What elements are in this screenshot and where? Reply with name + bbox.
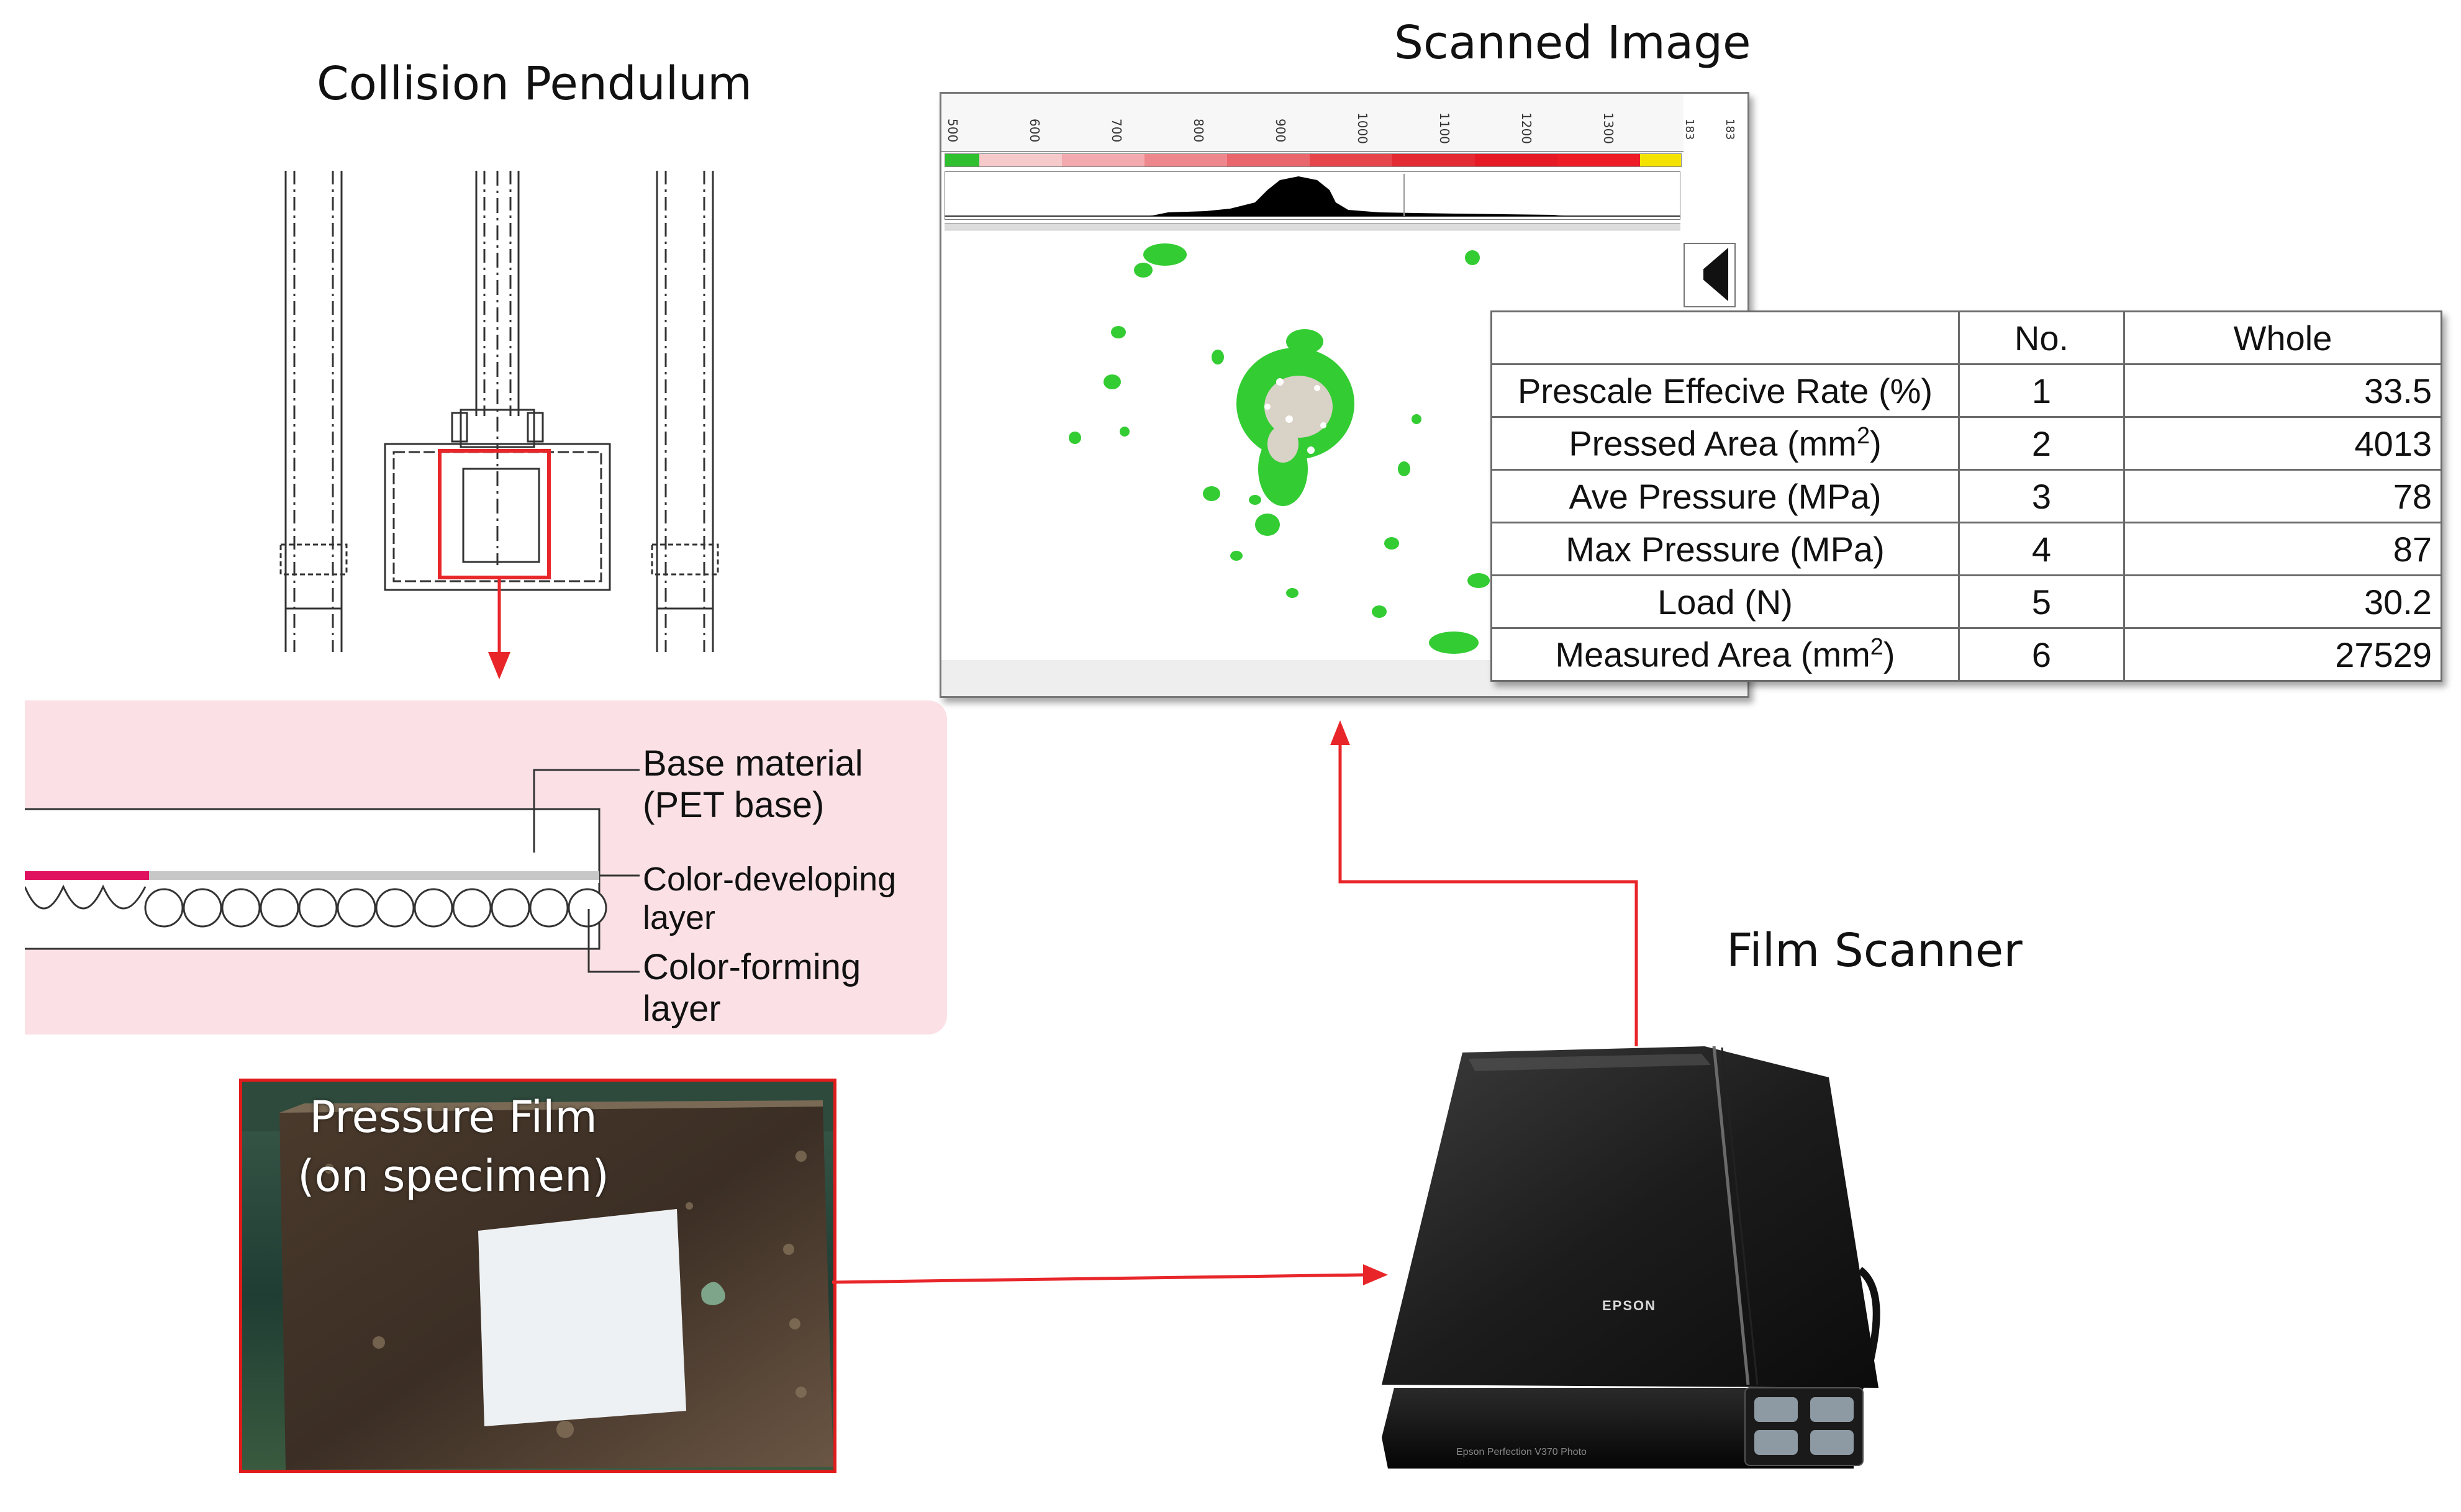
ruler-tick-1300: 1300 [1601, 112, 1616, 144]
ruler-tick-600: 600 [1027, 119, 1042, 143]
row-label-text: Measured Area (mm [1555, 635, 1870, 674]
label-forming-line1: Color-forming [643, 947, 861, 987]
table-row: Ave Pressure (MPa) 3 78 [1490, 469, 2442, 523]
arrow-photo-to-scanner [832, 1264, 1388, 1285]
specimen-graphic [242, 1082, 833, 1470]
table-row: Load (N) 5 30.2 [1490, 574, 2442, 629]
row-label: Load (N) [1490, 574, 1960, 629]
row-value: 30.2 [2123, 574, 2442, 629]
row-label: Prescale Effecive Rate (%) [1490, 363, 1960, 418]
ruler-tick-800: 800 [1191, 119, 1206, 143]
row-label: Max Pressure (MPa) [1490, 522, 1960, 576]
ruler-tick-1100: 1100 [1437, 112, 1452, 144]
row-value: 33.5 [2123, 363, 2442, 418]
row-label-sup: 2 [1856, 423, 1870, 450]
photo-caption-line1: Pressure Film [309, 1092, 597, 1143]
row-label-text: Pressed Area (mm [1569, 423, 1857, 463]
ruler-tick-1200: 1200 [1519, 112, 1534, 144]
table-row: Measured Area (mm2) 6 27529 [1490, 627, 2442, 682]
label-base-line2: (PET base) [643, 784, 825, 825]
row-value: 4013 [2123, 416, 2442, 471]
highlight-box [438, 449, 551, 579]
label-forming-line2: layer [643, 988, 721, 1029]
ruler-tick-500: 500 [945, 119, 960, 143]
label-base-material: Base material (PET base) [643, 743, 863, 826]
table-row: Max Pressure (MPa) 4 87 [1490, 522, 2442, 576]
label-developing-line2: layer [643, 899, 716, 937]
label-developing-line1: Color-developing [643, 861, 897, 898]
pressure-film-photo: Pressure Film (on specimen) [239, 1079, 836, 1473]
row-no: 1 [1958, 363, 2125, 418]
table-header-whole: Whole [2123, 310, 2442, 365]
row-no: 3 [1958, 469, 2125, 523]
pendulum-title: Collision Pendulum [317, 57, 753, 111]
scan-ruler: 500 600 700 800 900 1000 1100 1200 1300 [941, 94, 1684, 152]
svg-text:Epson Perfection V370 Photo: Epson Perfection V370 Photo [1456, 1447, 1587, 1457]
row-no: 2 [1958, 416, 2125, 471]
ruler-tick-1000: 1000 [1355, 112, 1370, 144]
side-histogram [1684, 243, 1736, 307]
table-row: Pressed Area (mm2) 2 4013 [1490, 416, 2442, 471]
film-scanner-title: Film Scanner [1726, 924, 2023, 977]
scan-side-label-1: 183 [1683, 119, 1696, 140]
ruler-tick-700: 700 [1109, 119, 1124, 143]
arrow-scanner-to-image [1330, 720, 1638, 1046]
scanner-brand-label: EPSON [1602, 1298, 1657, 1313]
table-row: Prescale Effecive Rate (%) 1 33.5 [1490, 363, 2442, 418]
scan-side-label-2: 183 [1723, 119, 1736, 140]
row-value: 78 [2123, 469, 2442, 523]
label-color-forming: Color-forming layer [643, 947, 861, 1030]
pendulum-schematic [279, 171, 719, 658]
photo-caption: Pressure Film (on specimen) [242, 1088, 664, 1205]
row-label: Pressed Area (mm2) [1490, 416, 1960, 471]
pressure-histogram [945, 171, 1680, 220]
row-no: 5 [1958, 574, 2125, 629]
row-label-suffix: ) [1883, 635, 1895, 674]
ruler-tick-900: 900 [1273, 119, 1288, 143]
label-base-line1: Base material [643, 743, 863, 784]
stats-table: No. Whole Prescale Effecive Rate (%) 1 3… [1490, 310, 2442, 682]
scanned-image-title: Scanned Image [1394, 16, 1751, 70]
row-no: 4 [1958, 522, 2125, 576]
photo-caption-line2: (on specimen) [297, 1150, 609, 1202]
row-value: 87 [2123, 522, 2442, 576]
down-arrow [488, 652, 510, 679]
row-no: 6 [1958, 627, 2125, 682]
row-label-sup: 2 [1870, 634, 1883, 661]
table-header-row: No. Whole [1490, 310, 2442, 365]
table-header-no: No. [1958, 310, 2125, 365]
film-cross-section [25, 769, 640, 973]
table-header-label [1490, 310, 1960, 365]
scan-scrollbar[interactable] [945, 223, 1680, 230]
row-label: Measured Area (mm2) [1490, 627, 1960, 682]
label-color-developing: Color-developing layer [643, 860, 896, 937]
film-scanner-device: Epson Perfection V370 Photo [1382, 1046, 1880, 1469]
row-value: 27529 [2123, 627, 2442, 682]
row-label: Ave Pressure (MPa) [1490, 469, 1960, 523]
color-scale-bar [945, 153, 1682, 167]
row-label-suffix: ) [1870, 423, 1882, 463]
